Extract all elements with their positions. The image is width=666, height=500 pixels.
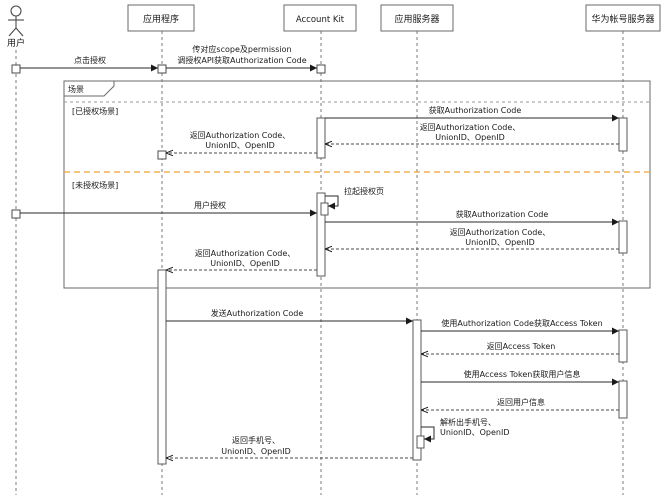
message-return-auth-code-to-app-2: 返回Authorization Code、 UnionID、OpenID [166, 249, 317, 270]
start-marker [11, 209, 21, 219]
message-label: 发送Authorization Code [211, 308, 304, 318]
activation-bar [416, 435, 425, 449]
message-send-auth-code: 发送Authorization Code [166, 308, 413, 325]
message-label: UnionID、OpenID [440, 428, 510, 437]
message-label: 获取Authorization Code [456, 209, 549, 219]
start-marker [157, 64, 167, 74]
group-authorized: [已授权场景] [64, 101, 650, 116]
message-label: 返回Access Token [487, 342, 556, 351]
participant-label-app: 应用程序 [143, 13, 179, 25]
message-label: 使用Access Token获取用户信息 [464, 369, 581, 379]
activation-bar [618, 380, 628, 419]
activation-bar [320, 202, 329, 216]
message-label: 返回Authorization Code、 [195, 249, 296, 258]
participant-account-kit: Account Kit [283, 4, 357, 32]
message-label: 返回用户信息 [497, 397, 545, 407]
start-marker [11, 64, 21, 74]
message-label: 返回Authorization Code、 [420, 123, 521, 132]
message-user-authorize: 用户授权 [20, 200, 317, 217]
message-label: 调授权API获取Authorization Code [177, 55, 306, 65]
message-label: UnionID、OpenID [205, 141, 275, 150]
message-return-access-token: 返回Access Token [421, 342, 619, 354]
message-return-auth-code: 返回Authorization Code、 UnionID、OpenID [325, 123, 619, 144]
message-label: 拉起授权页 [344, 186, 384, 196]
message-get-auth-code-2: 获取Authorization Code [325, 209, 619, 226]
message-label: 返回Authorization Code、 [450, 228, 551, 237]
message-label: 返回手机号、 [232, 435, 280, 445]
message-label: 解析出手机号、 [440, 417, 496, 427]
message-label: 点击授权 [74, 55, 106, 65]
message-label: 使用Authorization Code获取Access Token [441, 318, 602, 328]
activation-bar [412, 319, 422, 461]
participant-label-user: 用户 [7, 37, 25, 49]
message-label: UnionID、OpenID [465, 238, 535, 247]
group-unauthorized-label: [未授权场景] [72, 180, 118, 190]
scenario-frame: 场景 [63, 80, 651, 289]
message-return-phone: 返回手机号、 UnionID、OpenID [166, 435, 413, 458]
participant-label-account-kit: Account Kit [296, 15, 345, 25]
actor-user: 用户 [7, 5, 25, 49]
activation-bar [316, 117, 326, 159]
activation-bar [618, 329, 628, 363]
activation-bar [618, 117, 628, 152]
group-authorized-label: [已授权场景] [72, 106, 118, 116]
start-marker [316, 64, 326, 74]
frame-label: 场景 [68, 85, 84, 94]
message-label: 获取Authorization Code [429, 105, 522, 115]
message-label: UnionID、OpenID [221, 447, 291, 456]
message-return-auth-code-2: 返回Authorization Code、 UnionID、OpenID [325, 228, 619, 249]
participant-app: 应用程序 [127, 4, 195, 32]
actor-head-icon [10, 5, 22, 17]
message-open-auth-page: 拉起授权页 [325, 186, 384, 210]
message-label: UnionID、OpenID [210, 259, 280, 268]
message-return-user-info: 返回用户信息 [421, 397, 619, 410]
message-label: 用户授权 [194, 200, 226, 210]
message-call-auth-api: 传对应scope及permission 调授权API获取Authorizatio… [166, 44, 317, 72]
message-click-authorize: 点击授权 [20, 55, 158, 72]
participant-app-server: 应用服务器 [380, 4, 454, 32]
activation-bar [316, 192, 326, 277]
message-get-access-token: 使用Authorization Code获取Access Token [421, 318, 619, 335]
message-label: 返回Authorization Code、 [190, 131, 291, 140]
message-label: UnionID、OpenID [435, 133, 505, 142]
participant-huawei-server: 华为帐号服务器 [585, 4, 661, 32]
start-marker [157, 150, 167, 160]
activation-bar [157, 269, 167, 465]
message-label: 传对应scope及permission [192, 44, 291, 54]
message-return-auth-code-to-app: 返回Authorization Code、 UnionID、OpenID [166, 131, 317, 153]
message-get-user-info: 使用Access Token获取用户信息 [421, 369, 619, 386]
group-unauthorized: [未授权场景] [72, 180, 118, 190]
participant-label-huawei-server: 华为帐号服务器 [591, 13, 654, 25]
participant-label-app-server: 应用服务器 [394, 13, 439, 25]
activation-bar [618, 220, 628, 254]
message-get-auth-code: 获取Authorization Code [325, 105, 619, 122]
message-parse-phone: 解析出手机号、 UnionID、OpenID [421, 417, 510, 443]
